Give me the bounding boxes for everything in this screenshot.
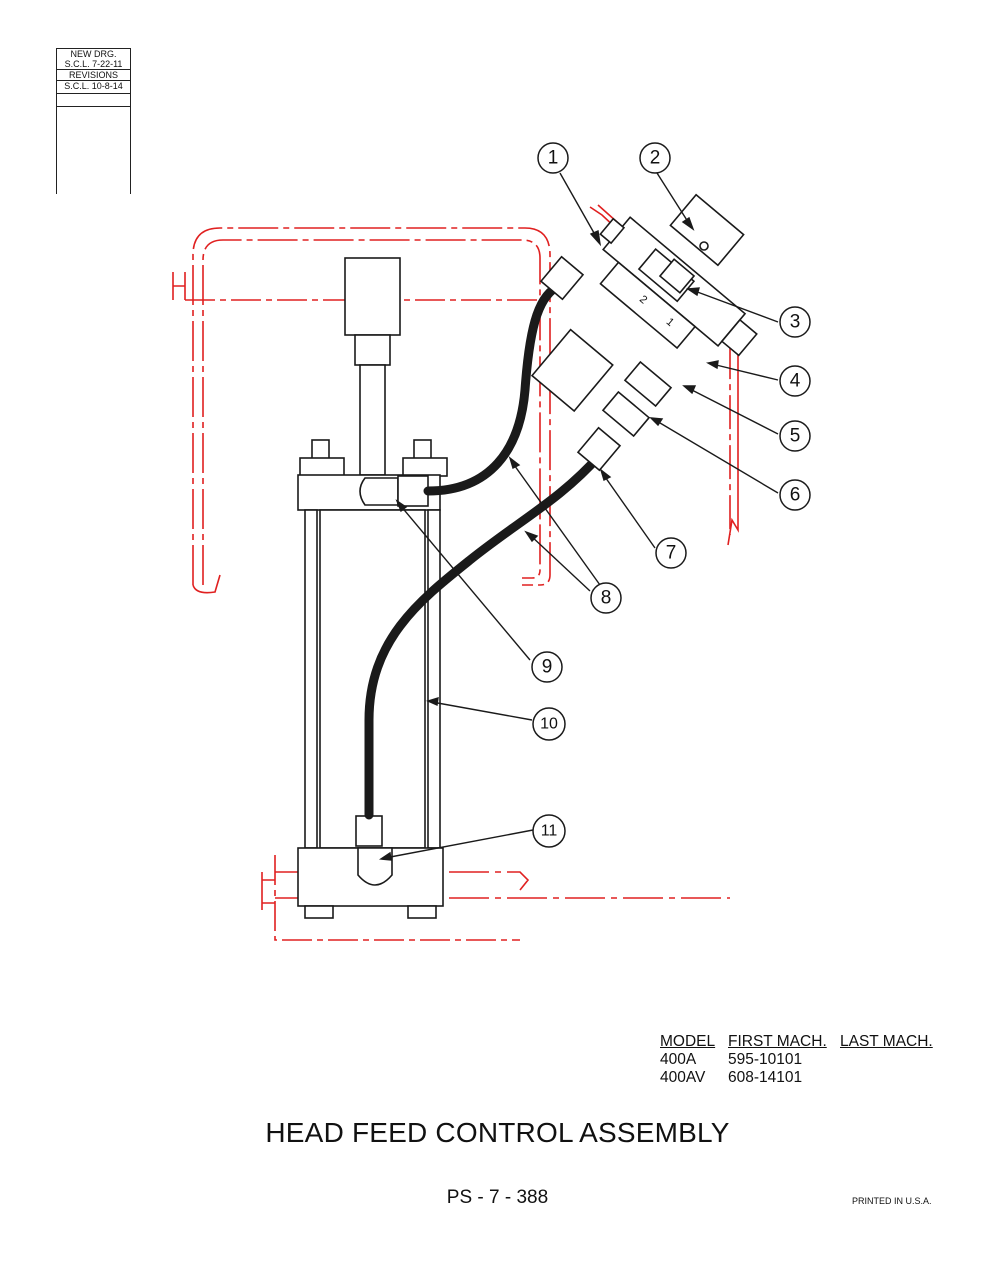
tie-rod-left: [304, 509, 318, 849]
callout-6: 6: [779, 479, 811, 511]
svg-text:1: 1: [548, 148, 559, 169]
revision-block: NEW DRG. S.C.L. 7-22-11 REVISIONS S.C.L.…: [56, 48, 131, 194]
bottom-hose-fitting-nut: [355, 815, 383, 847]
svg-text:3: 3: [790, 312, 801, 333]
callout-4: 4: [779, 365, 811, 397]
callout-2: 2: [639, 142, 671, 174]
valve-end-cap-left: [599, 217, 626, 245]
model-row-400a: 400A 595-10101: [660, 1051, 933, 1069]
muffler-mark: [699, 241, 709, 251]
tie-rod-nut-top-left: [311, 439, 330, 461]
svg-text:4: 4: [790, 371, 801, 392]
new-drawing-cell: NEW DRG. S.C.L. 7-22-11: [57, 48, 130, 70]
header-last-mach: LAST MACH.: [840, 1033, 933, 1050]
header-first-mach: FIRST MACH.: [728, 1033, 827, 1050]
svg-text:10: 10: [540, 716, 558, 733]
assembly-drawing: 2 1 1 2 3 4 5 6 7 8 9 10 11: [172, 142, 811, 941]
solenoid-housing: [530, 328, 614, 413]
muffler-exhaust: [669, 193, 745, 267]
printed-in-usa-note: PRINTED IN U.S.A.: [852, 1196, 932, 1206]
base-nut-right: [407, 905, 437, 919]
model-serial-table: MODEL FIRST MACH. LAST MACH. 400A 595-10101…: [660, 1033, 933, 1087]
valve-fittings: [530, 193, 745, 472]
callout-3: 3: [779, 306, 811, 338]
cylinder-top-block: [344, 257, 401, 336]
first-mach-cell: 595-10101: [728, 1051, 803, 1068]
machine-frame-phantom: [172, 204, 739, 941]
page-number: PS - 7 - 388: [446, 1187, 549, 1208]
nut-top-left: [299, 457, 345, 477]
svg-text:9: 9: [542, 657, 553, 678]
callout-10: 10: [532, 707, 566, 741]
valve-elbow: [720, 318, 758, 357]
callout-11: 11: [532, 814, 566, 848]
first-mach-cell: 608-14101: [728, 1069, 803, 1086]
revision-entry-2: [57, 94, 130, 107]
new-drawing-date: S.C.L. 7-22-11: [64, 59, 123, 69]
drawing-title: HEAD FEED CONTROL ASSEMBLY: [265, 1117, 730, 1148]
hose-lower: [364, 450, 605, 820]
svg-text:5: 5: [790, 426, 801, 447]
revisions-label: REVISIONS: [68, 70, 118, 80]
callout-9: 9: [531, 651, 563, 683]
svg-text:7: 7: [666, 543, 677, 564]
callout-5: 5: [779, 420, 811, 452]
callout-balloons: 1 2 3 4 5 6 7 8 9 10 11: [531, 142, 811, 848]
solenoid-coil: [599, 261, 697, 350]
tie-rod-right: [427, 509, 441, 849]
revision-entry-1: S.C.L. 10-8-14: [57, 81, 130, 94]
revisions-header-cell: REVISIONS: [57, 70, 130, 81]
leader-lines: [378, 172, 779, 861]
nut-top-right: [402, 457, 448, 477]
top-hose-fitting-nut: [397, 475, 429, 507]
callout-7: 7: [655, 537, 687, 569]
top-flow-control-elbow: [359, 477, 399, 506]
svg-text:2: 2: [650, 148, 661, 169]
callout-8: 8: [590, 582, 622, 614]
valve-port-fitting-2: [623, 360, 673, 408]
hose-lines: [364, 280, 605, 820]
bottom-flow-control-elbow: [357, 847, 393, 886]
tie-rod-nut-top-right: [413, 439, 432, 461]
model-table-header: MODEL FIRST MACH. LAST MACH.: [660, 1033, 933, 1051]
piston-rod: [359, 364, 386, 476]
upper-valve-hose-nut: [539, 255, 585, 301]
svg-text:11: 11: [541, 823, 558, 840]
rod-end-fitting: [354, 334, 391, 366]
lower-valve-hose-nut: [576, 426, 622, 472]
model-row-400av: 400AV 608-14101: [660, 1069, 933, 1087]
revision-entry-1-text: S.C.L. 10-8-14: [64, 81, 123, 91]
new-drawing-label: NEW DRG.: [70, 49, 117, 59]
base-nut-left: [304, 905, 334, 919]
hose-upper: [423, 280, 565, 496]
svg-text:8: 8: [601, 588, 612, 609]
model-cell: 400A: [660, 1051, 697, 1068]
callout-1: 1: [537, 142, 569, 174]
header-model: MODEL: [660, 1033, 716, 1050]
svg-text:6: 6: [790, 485, 801, 506]
valve-port-fitting-1: [601, 390, 651, 438]
muffler-adapter-fitting: [658, 258, 696, 294]
model-cell: 400AV: [660, 1069, 706, 1086]
